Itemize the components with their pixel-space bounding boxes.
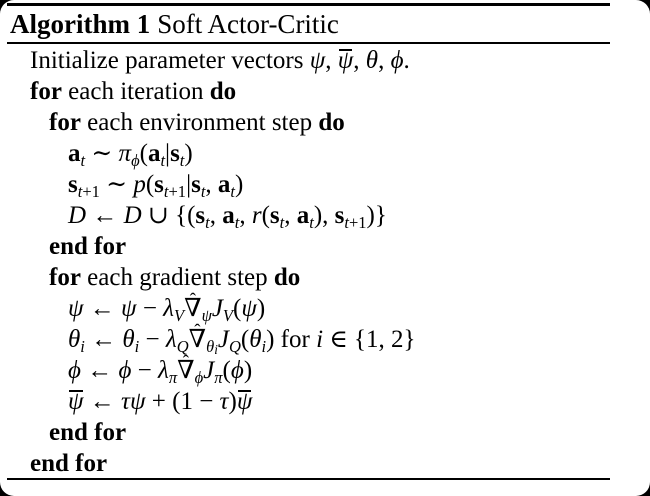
algorithm-bottom-rule xyxy=(7,478,610,480)
algorithm-caption-rule xyxy=(7,42,610,44)
algorithm-top-rule xyxy=(7,3,610,6)
algorithm-line-replay-buffer-update: D ← D ∪ {(st, at, r(st, at), st+1)} xyxy=(68,202,387,232)
algorithm-line-end-for-iteration: end for xyxy=(30,450,108,477)
algorithm-line-end-for-gradient: end for xyxy=(49,419,127,446)
algorithm-line-for-iteration: for each iteration do xyxy=(30,78,237,105)
algorithm-line-end-for-env: end for xyxy=(49,233,127,260)
algorithm-line-target-psi-update: ψ ← τψ + (1 − τ)ψ xyxy=(68,388,253,415)
algorithm-title: Soft Actor-Critic xyxy=(157,9,339,39)
algorithm-body: Initialize parameter vectors ψ, ψ, θ, ϕ.… xyxy=(0,45,650,479)
algorithm-line-sample-action: at ∼ πϕ(at|st) xyxy=(68,140,193,170)
algorithm-line-for-env-step: for each environment step do xyxy=(49,109,345,136)
algorithm-line-for-gradient-step: for each gradient step do xyxy=(49,264,301,291)
algorithm-line-sample-state: st+1 ∼ p(st+1|st, at) xyxy=(68,171,244,201)
algorithm-line-initialize: Initialize parameter vectors ψ, ψ, θ, ϕ. xyxy=(30,47,410,74)
algorithm-number-label: Algorithm 1 xyxy=(10,9,151,39)
